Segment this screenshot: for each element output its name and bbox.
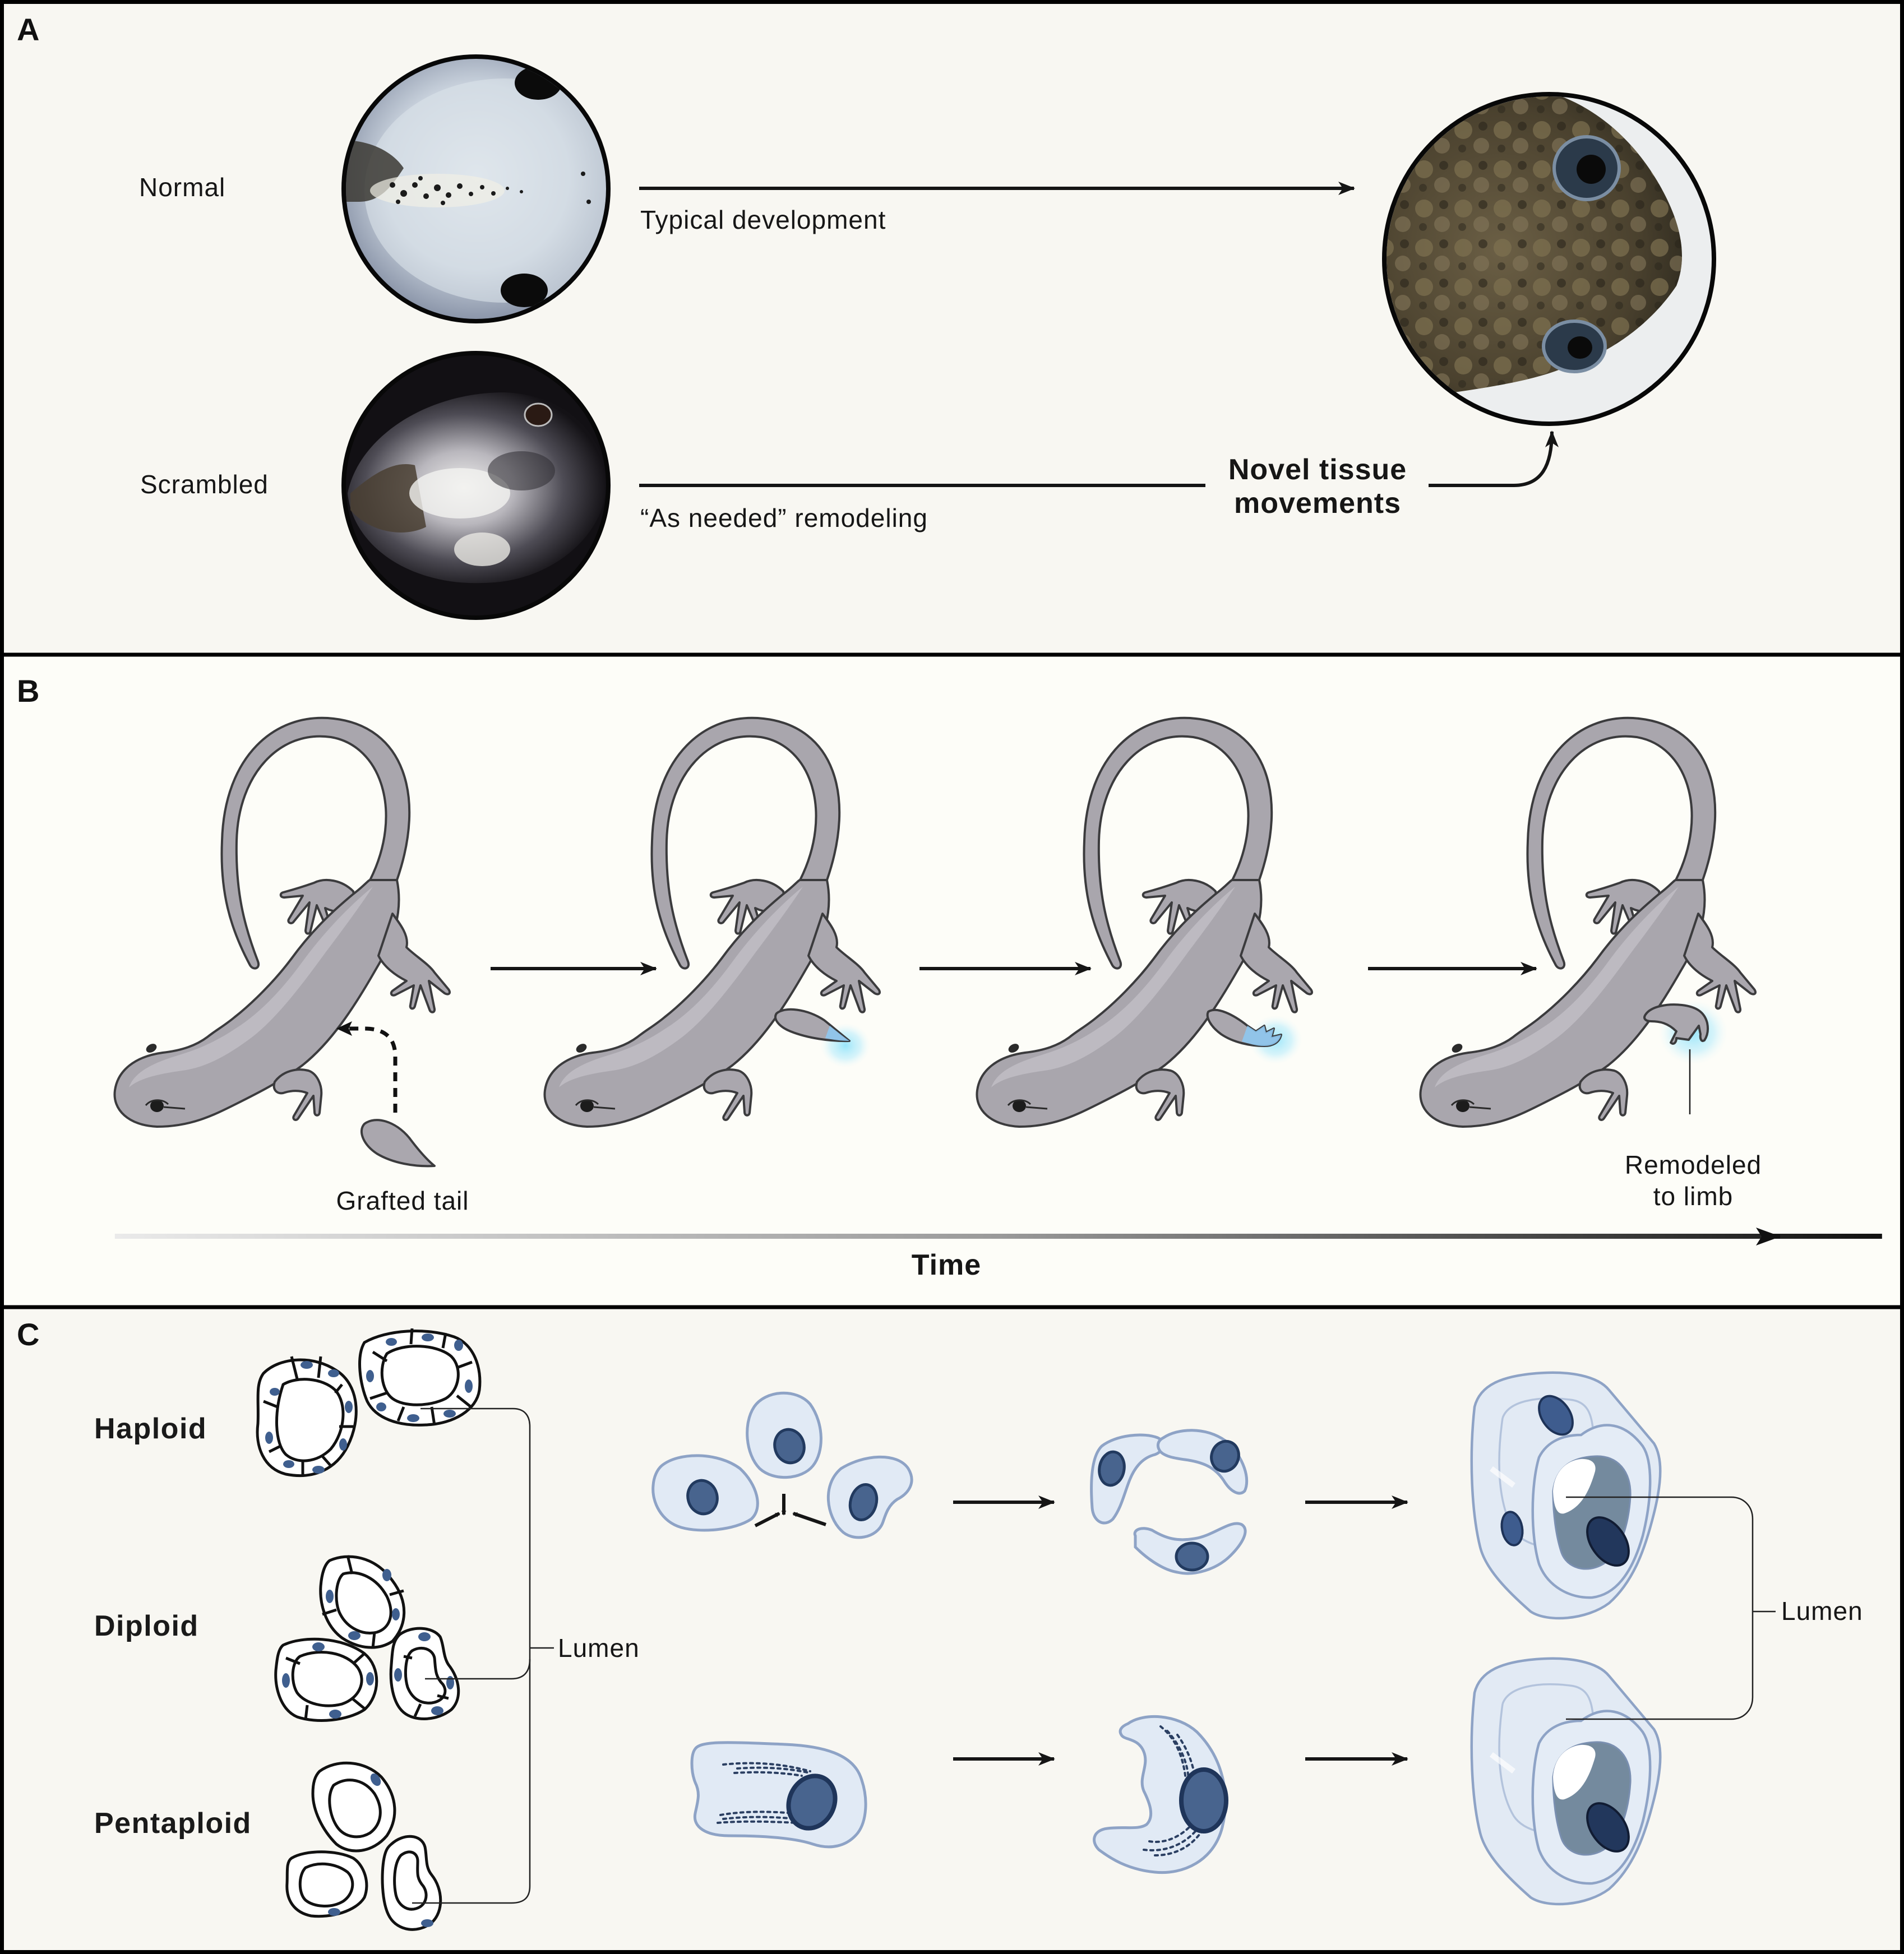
novel-tissue-label-line1: Novel tissue	[1228, 453, 1407, 486]
ploidy-label-haploid: Haploid	[94, 1413, 207, 1445]
panel-a: A Normal Scrambled	[17, 12, 1716, 620]
single-cell	[690, 1741, 867, 1849]
time-axis-arrowhead-icon	[1756, 1228, 1781, 1245]
salamander-stage-3	[976, 716, 1314, 1128]
row-label-normal: Normal	[139, 173, 225, 202]
grafted-tail-label: Grafted tail	[336, 1186, 469, 1215]
remodeled-label-line1: Remodeled	[1625, 1150, 1762, 1179]
right-lumen-bracket: Lumen	[1566, 1496, 1863, 1720]
remodeled-label-line2: to limb	[1653, 1182, 1733, 1211]
diploid-cysts	[274, 1555, 460, 1722]
novel-tissue-arrow	[1429, 430, 1559, 487]
tubule-single-cell	[1470, 1657, 1662, 1906]
normal-frog-face-photo	[1382, 92, 1716, 426]
right-lumen-label: Lumen	[1781, 1596, 1863, 1626]
haploid-cysts	[256, 1328, 482, 1478]
panel-label-c: C	[17, 1317, 39, 1352]
novel-tissue-label-line2: movements	[1234, 487, 1401, 520]
three-cells-converging	[651, 1391, 913, 1539]
panel-c: C Haploid Diploid Pentaploid	[17, 1317, 1863, 1931]
time-axis-label: Time	[912, 1249, 981, 1281]
graft-arrow	[348, 1026, 398, 1113]
grafted-tail	[361, 1119, 436, 1168]
left-lumen-bracket: Lumen	[412, 1407, 640, 1904]
panel-b: B Grafted tail	[17, 673, 1882, 1281]
normal-tadpole-photo	[341, 54, 611, 323]
remodeling-label: “As needed” remodeling	[640, 503, 928, 533]
time-axis-bar	[114, 1234, 1882, 1239]
ploidy-label-diploid: Diploid	[94, 1610, 199, 1642]
salamander-stage-1: Grafted tail	[113, 716, 469, 1215]
salamander-stage-4: Remodeled to limb	[1419, 716, 1762, 1211]
remodeled-limb	[1643, 1003, 1709, 1045]
panel-label-a: A	[17, 12, 39, 47]
scrambled-tadpole-photo	[341, 351, 611, 620]
left-lumen-label: Lumen	[558, 1633, 640, 1663]
row-label-scrambled: Scrambled	[140, 470, 269, 499]
cells-forming-ring	[1090, 1429, 1249, 1575]
panel-label-b: B	[17, 673, 39, 709]
graft-arrowhead-icon	[336, 1021, 352, 1036]
cell-bending	[1093, 1715, 1228, 1874]
typical-development-label: Typical development	[640, 205, 886, 234]
salamander-stage-2	[543, 716, 881, 1128]
tubule-multicellular	[1470, 1371, 1662, 1620]
ploidy-label-pentaploid: Pentaploid	[94, 1807, 252, 1840]
pentaploid-cysts	[285, 1761, 442, 1931]
